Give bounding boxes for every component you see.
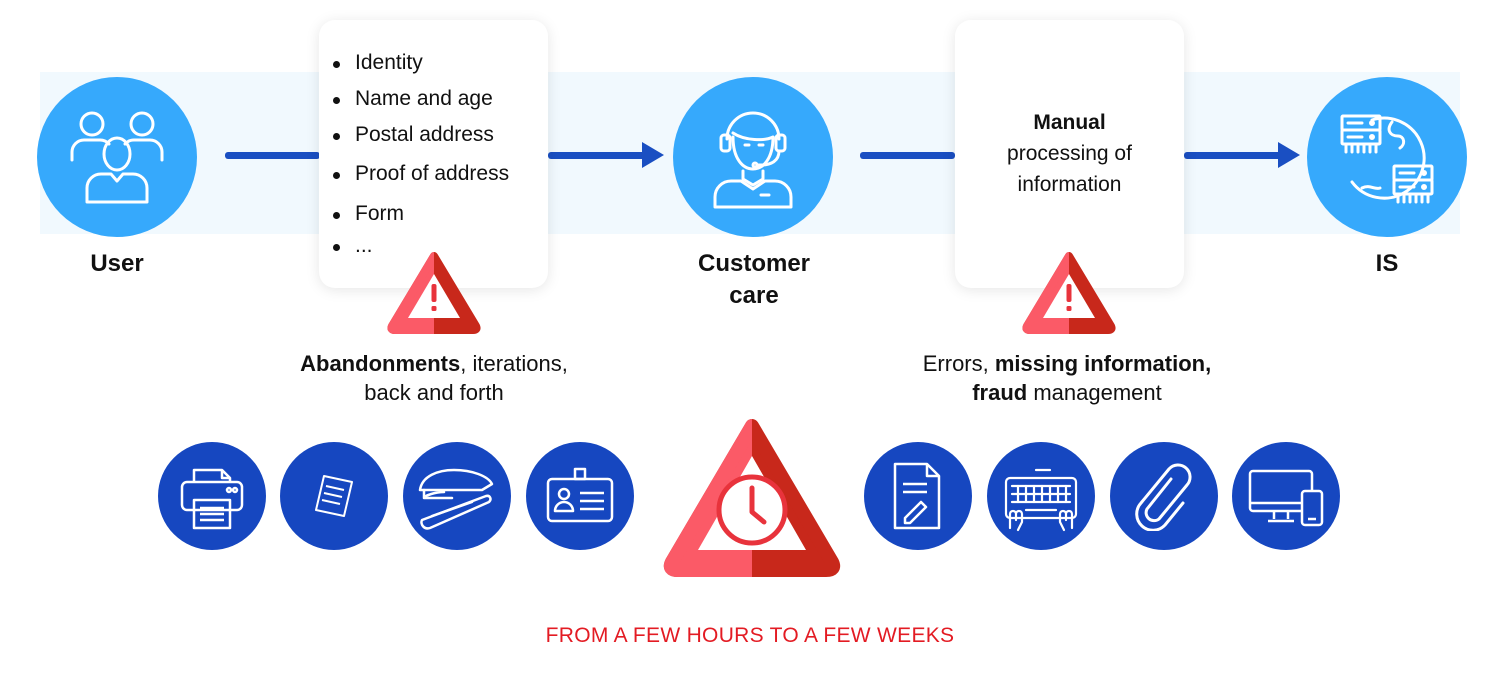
- list-item: ...: [333, 234, 373, 257]
- warning-icon: [1022, 252, 1116, 334]
- tool-printer: [158, 442, 266, 550]
- list-item: Proof of address: [332, 162, 510, 185]
- list-item: Postal address: [333, 123, 494, 146]
- caption-text: Errors,: [922, 351, 995, 376]
- customer-care-label-line: Customer: [697, 250, 811, 277]
- tool-paperclip: [1110, 442, 1218, 550]
- printer-icon: [180, 468, 244, 530]
- caption-text: management: [1027, 380, 1162, 405]
- devices-icon: [1248, 469, 1324, 527]
- is-node: [1307, 77, 1467, 237]
- arrow-head-is: [1278, 142, 1300, 168]
- customer-care-node: [673, 77, 833, 237]
- list-item: Form: [333, 202, 404, 225]
- servers-globe-icon: [1340, 114, 1434, 204]
- left-warning-caption: Abandonments, iterations, back and forth: [274, 349, 594, 407]
- caption-bold: fraud: [972, 380, 1028, 405]
- documents-card: Identity Name and age Postal address Pro…: [319, 20, 548, 288]
- arrow-head-care: [642, 142, 664, 168]
- tool-document-edit: [864, 442, 972, 550]
- paperclip-icon: [1135, 463, 1192, 531]
- headset-agent-icon: [713, 111, 793, 209]
- arrow-user-to-docs: [225, 152, 320, 159]
- customer-care-label: Customer care: [670, 248, 838, 312]
- arrow-manual-to-is: [1184, 152, 1284, 159]
- manual-text-line: processing of: [1007, 142, 1132, 165]
- clock-warning-icon: [663, 419, 841, 577]
- id-card-icon: [546, 467, 614, 523]
- is-label: IS: [1375, 250, 1399, 277]
- user-node: [37, 77, 197, 237]
- paper-note-icon: [315, 475, 353, 517]
- stapler-icon: [418, 468, 494, 530]
- warning-icon: [387, 252, 481, 334]
- duration-note: FROM A FEW HOURS TO A FEW WEEKS: [545, 624, 955, 647]
- caption-bold: missing information,: [994, 351, 1212, 376]
- caption-text: back and forth: [364, 380, 504, 405]
- manual-text-line: information: [1017, 173, 1122, 196]
- tool-stapler: [403, 442, 511, 550]
- tool-keyboard: [987, 442, 1095, 550]
- caption-text: , iterations,: [460, 351, 568, 376]
- manual-title: Manual: [1033, 111, 1106, 134]
- caption-bold: Abandonments: [300, 351, 461, 376]
- arrow-care-to-manual: [860, 152, 955, 159]
- list-item: Identity: [333, 51, 423, 74]
- document-edit-icon: [893, 462, 941, 530]
- customer-care-label-line: care: [729, 282, 779, 309]
- arrow-docs-to-care: [548, 152, 648, 159]
- tool-id-card: [526, 442, 634, 550]
- users-icon: [70, 111, 164, 204]
- right-warning-caption: Errors, missing information, fraud manag…: [897, 349, 1237, 407]
- manual-processing-card: Manual processing of information: [955, 20, 1184, 288]
- tool-devices: [1232, 442, 1340, 550]
- list-item: Name and age: [333, 87, 493, 110]
- tool-paper-note: [280, 442, 388, 550]
- user-label: User: [90, 250, 144, 277]
- keyboard-typing-icon: [1004, 468, 1078, 532]
